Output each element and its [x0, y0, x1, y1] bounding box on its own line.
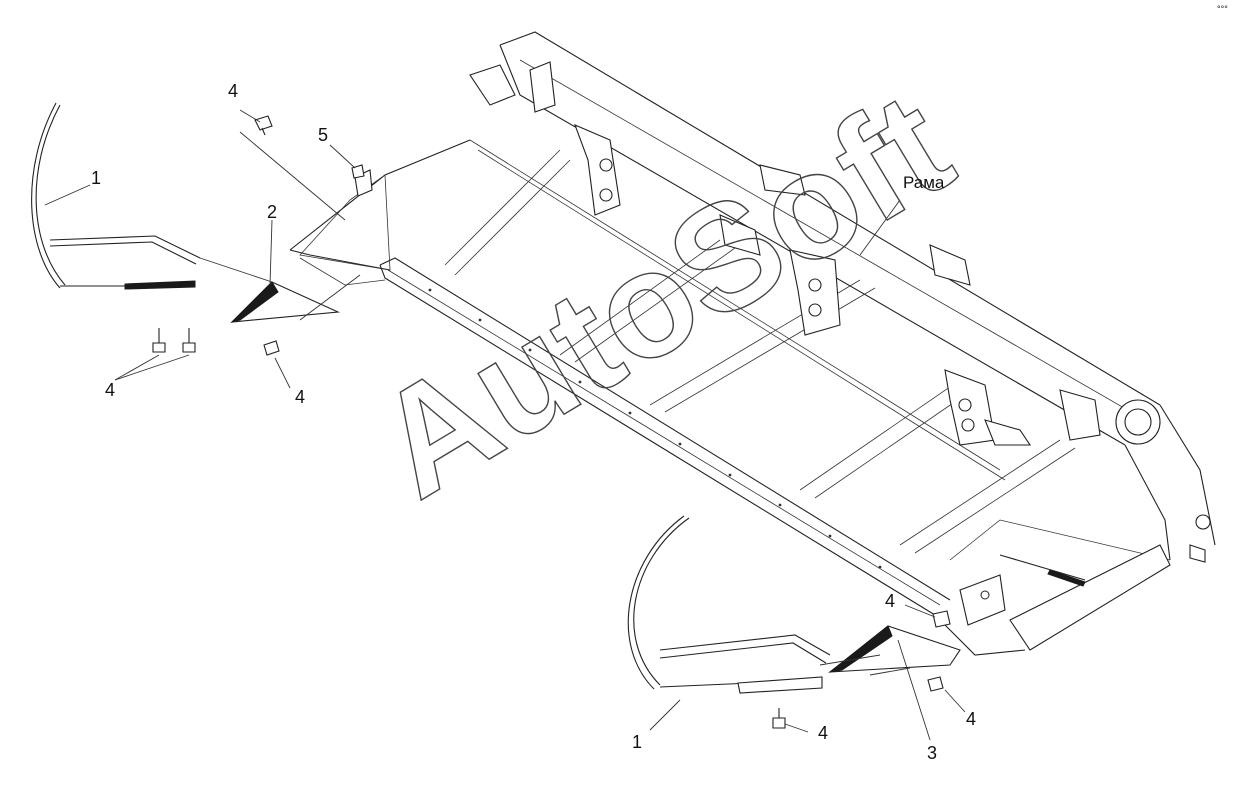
bolt-group-right	[772, 610, 951, 729]
callout-1-left: 1	[91, 168, 101, 188]
callout-2: 2	[267, 202, 277, 222]
callout-4-right-bolt: 4	[966, 709, 976, 729]
callout-5: 5	[318, 125, 328, 145]
bolt-group-left	[152, 115, 365, 356]
callout-4-right-top: 4	[885, 591, 895, 611]
right-divider-point	[828, 625, 961, 673]
frame-label: Рама	[903, 173, 945, 192]
callout-4-left-bottom: 4	[105, 380, 115, 400]
left-divider-point	[230, 281, 341, 323]
callout-4-top: 4	[228, 81, 238, 101]
left-divider-rod	[31, 102, 201, 290]
callout-labels: 1 2 4 5 4 4 4 4 4 1 3 Рама	[91, 81, 976, 763]
callout-4-mid: 4	[295, 387, 305, 407]
frame-assembly	[289, 31, 1216, 656]
watermark-text: AutoSoft	[348, 59, 977, 529]
callout-3: 3	[927, 743, 937, 763]
leader-lines	[44, 109, 966, 741]
callout-1-bottom: 1	[632, 732, 642, 752]
corner-mark: °°°	[1217, 4, 1228, 14]
callout-4-bottom: 4	[818, 723, 828, 743]
right-divider-rod	[627, 515, 831, 694]
